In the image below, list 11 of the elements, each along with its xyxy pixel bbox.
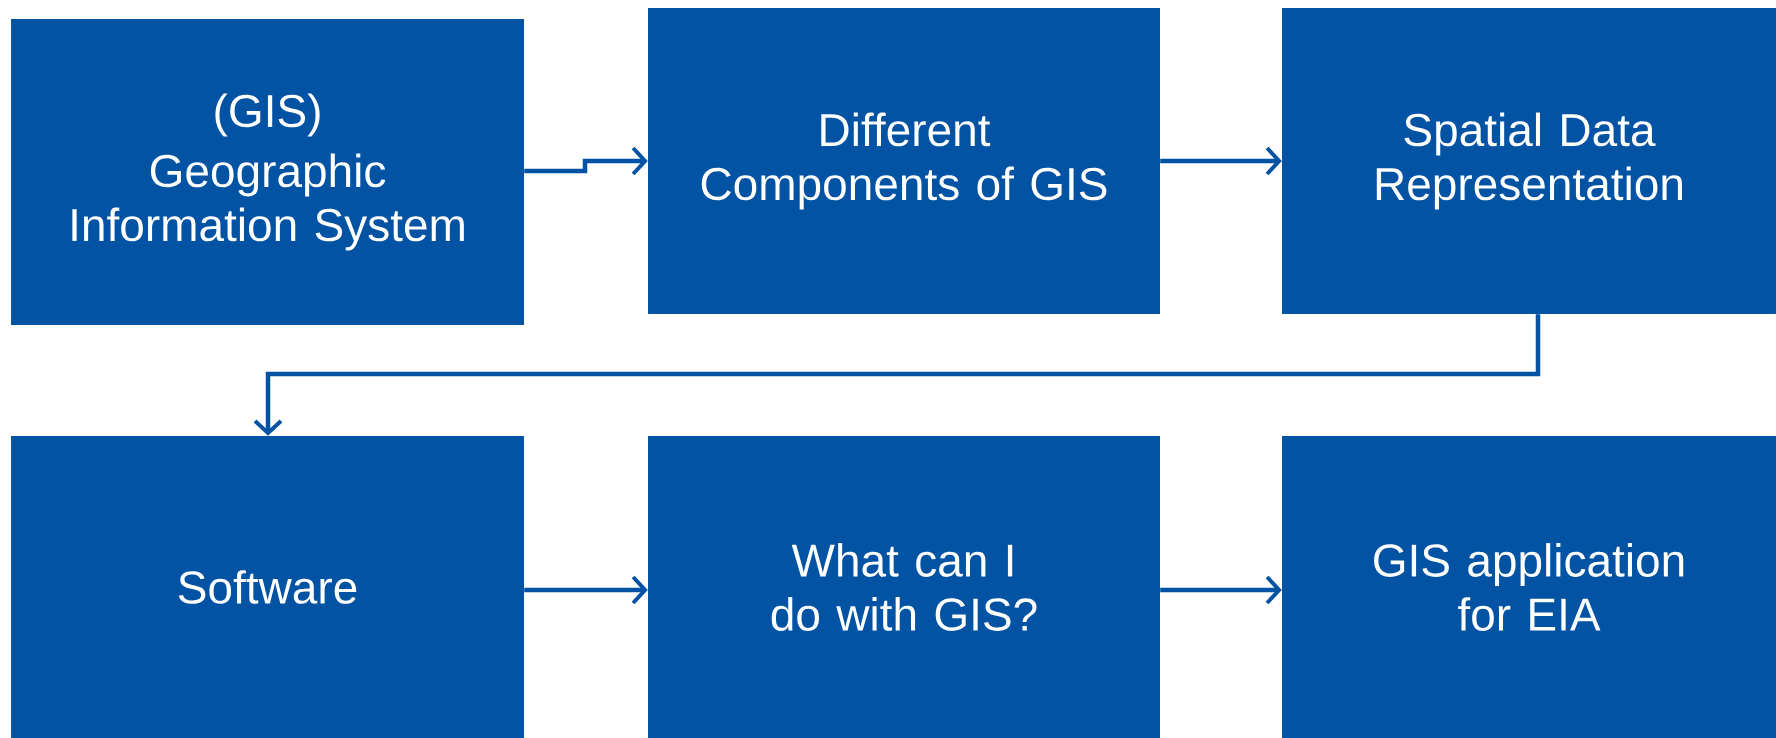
arrow	[524, 146, 648, 176]
arrow	[1160, 146, 1282, 176]
process-box: Software	[11, 436, 524, 738]
process-box: GIS application for EIA	[1282, 436, 1776, 738]
process-box: Different Components of GIS	[648, 8, 1160, 314]
process-box: What can I do with GIS?	[648, 436, 1160, 738]
arrow	[1160, 575, 1282, 605]
arrow	[524, 575, 648, 605]
process-box: (GIS) Geographic Information System	[11, 19, 524, 325]
process-box: Spatial Data Representation	[1282, 8, 1776, 314]
arrow	[253, 314, 1541, 436]
